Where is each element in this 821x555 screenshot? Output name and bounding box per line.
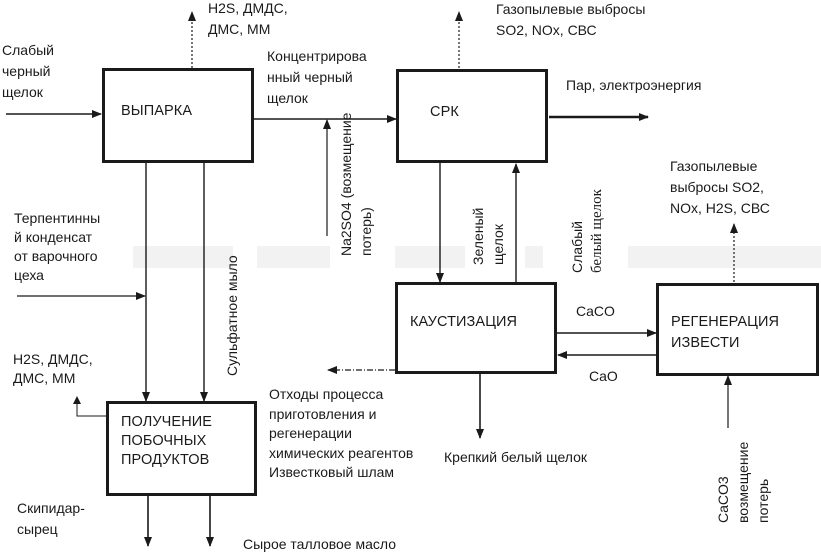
- block-byproducts-label-2: ПОБОЧНЫХ: [121, 433, 207, 449]
- label-byproduct-emissions: H2S, ДМДС, ДМС, ММ: [13, 351, 93, 386]
- label-caco3: CaCO3 возмещение потерь: [715, 441, 771, 523]
- label-steam-power: Пар, электроэнергия: [566, 77, 702, 93]
- scan-band: [133, 246, 233, 268]
- label-turpentine-condensate: Терпентинны й конденсат от варочного цех…: [14, 210, 101, 283]
- arrow-byproduct-emissions: [76, 400, 106, 417]
- label-concentrated-black-liquor: Концентрирова нный черный щелок: [267, 48, 367, 106]
- block-causticizing-label: КАУСТИЗАЦИЯ: [410, 314, 518, 330]
- label-weak-white-liquor: Слабый белый щелок: [569, 189, 605, 273]
- block-recovery-boiler-label: СРК: [430, 104, 459, 120]
- label-green-liquor: Зеленый щелок: [470, 207, 506, 265]
- block-recovery-boiler: СРК: [396, 69, 548, 163]
- label-lime-emissions: Газопылевые выбросы SO2, NOx, H2S, СВС: [670, 158, 770, 216]
- block-lime-regeneration-label-1: РЕГЕНЕРАЦИЯ: [671, 314, 780, 330]
- label-waste: Отходы процесса приготовления и регенера…: [269, 386, 414, 480]
- label-sulfate-soap: Сульфатное мыло: [224, 255, 240, 376]
- block-byproducts-label-1: ПОЛУЧЕНИЕ: [121, 414, 213, 430]
- block-causticizing: КАУСТИЗАЦИЯ: [395, 282, 557, 374]
- label-srk-emissions: Газопылевые выбросы SO2, NOx, СВС: [496, 1, 646, 38]
- block-lime-regeneration: РЕГЕНЕРАЦИЯ ИЗВЕСТИ: [656, 283, 819, 376]
- label-strong-white-liquor: Крепкий белый щелок: [444, 449, 588, 465]
- block-evaporation-label: ВЫПАРКА: [121, 103, 193, 119]
- block-byproducts-label-3: ПРОДУКТОВ: [121, 452, 210, 468]
- scan-band: [257, 246, 330, 268]
- block-evaporation: ВЫПАРКА: [102, 68, 254, 163]
- block-byproducts: ПОЛУЧЕНИЕ ПОБОЧНЫХ ПРОДУКТОВ: [106, 401, 257, 496]
- label-crude-turpentine: Скипидар- сырец: [17, 500, 85, 537]
- scan-band: [525, 246, 543, 268]
- label-crude-tall-oil: Сырое талловое масло: [243, 536, 397, 552]
- label-cao: CaO: [589, 368, 618, 384]
- arrowhead: [73, 396, 81, 404]
- label-na2so4: Na2SO4 (возмещение потерь): [338, 112, 374, 256]
- label-evap-emissions: H2S, ДМДС, ДМС, ММ: [208, 0, 288, 37]
- scan-band: [395, 246, 465, 268]
- label-caco: CaCO: [576, 303, 615, 319]
- scan-band: [628, 246, 821, 268]
- block-lime-regeneration-label-2: ИЗВЕСТИ: [671, 335, 740, 351]
- label-weak-black-liquor: Слабый черный щелок: [2, 42, 54, 100]
